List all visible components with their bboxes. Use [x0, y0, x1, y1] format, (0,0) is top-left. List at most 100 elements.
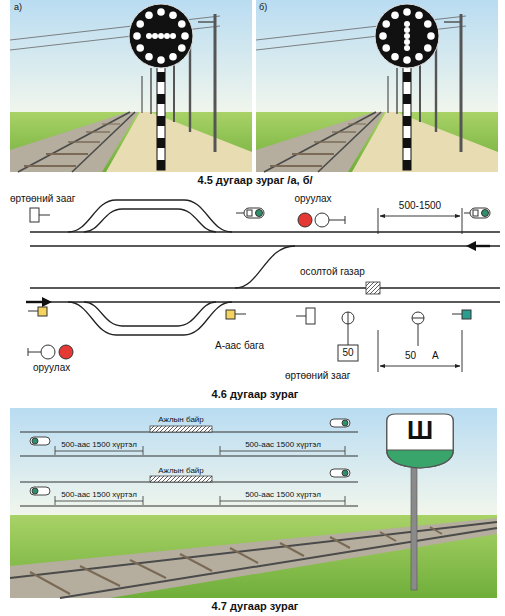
track: [30, 231, 500, 232]
figure-caption: 4.5 дугаар зураг /а, б/: [198, 174, 313, 187]
dimension-label: 500-аас 1500 хүртэл: [245, 440, 321, 450]
signal-label: оруулах: [294, 193, 331, 205]
signals: [28, 208, 490, 361]
speed-sign: [342, 312, 354, 324]
sign-board: Ш: [382, 412, 458, 470]
dimension-label: А: [432, 350, 439, 362]
lamp: [164, 33, 170, 39]
sign-post: [411, 468, 417, 590]
lamp: [170, 33, 176, 39]
lamp: [158, 33, 164, 39]
siding: [84, 209, 216, 232]
figure-caption: 4.6 дугаар зураг: [212, 388, 299, 401]
boundary-sign: [30, 208, 39, 222]
lamp-mark: [247, 210, 252, 216]
track: [30, 245, 500, 246]
post: [28, 352, 41, 353]
lamp: [152, 33, 158, 39]
lamp-mark: [473, 210, 478, 216]
work-site-label: Ажлын байр: [158, 466, 204, 476]
white-lamp: [41, 345, 55, 359]
siding: [84, 302, 216, 326]
post: [236, 213, 244, 214]
signal-scene: [256, 0, 498, 172]
post: [39, 215, 50, 216]
lamp: [404, 27, 410, 33]
ballast: [10, 518, 497, 598]
dimension-label: 500-аас 1500 хүртэл: [61, 440, 137, 450]
track: [30, 287, 500, 288]
sign-mark: [348, 312, 349, 324]
speed-sign: [412, 312, 424, 324]
lamp: [146, 33, 152, 39]
sign-mark: [412, 318, 424, 319]
lamp-signals: [30, 419, 350, 495]
figure-caption: 4.7 дугаар зураг: [212, 600, 299, 613]
green-lamp: [482, 210, 489, 217]
work-site: [150, 476, 212, 482]
dimension-label: 500-аас 1500 хүртэл: [245, 490, 321, 500]
post: [28, 348, 29, 356]
red-lamp: [59, 345, 73, 359]
crossover: [235, 246, 295, 288]
signal-scene: [10, 0, 252, 172]
sign-label: А-аас бага: [215, 340, 264, 352]
rail: [60, 528, 497, 598]
siding: [68, 200, 232, 232]
track: [20, 505, 358, 506]
green-lamp: [256, 210, 263, 217]
dimension-label: 50: [405, 350, 416, 362]
track: [30, 301, 500, 302]
lamp: [404, 39, 410, 45]
lamp-signal: [470, 208, 490, 218]
post: [296, 316, 306, 317]
lamp-signal: [244, 208, 264, 218]
grass: [10, 515, 497, 598]
red-lamp: [298, 213, 312, 227]
hazard-zone: [366, 282, 380, 294]
yellow-sign: [38, 307, 47, 316]
sky: [10, 408, 497, 518]
dimension: [55, 446, 345, 505]
boundary-sign: [306, 308, 315, 324]
dimension-label: 500-аас 1500 хүртэл: [61, 490, 137, 500]
post: [418, 324, 419, 346]
sign-plate-text: 50: [342, 347, 353, 359]
post: [452, 314, 462, 315]
sign-label: өртөөний зааг: [285, 370, 350, 382]
sign-label: өртөөний зааг: [10, 193, 75, 205]
teal-sign: [462, 310, 471, 319]
sign-letter: Ш: [382, 412, 458, 445]
dimension-label: 500-1500: [399, 200, 441, 212]
signal-photo-b: [256, 0, 498, 172]
siding: [68, 302, 232, 335]
post: [348, 324, 349, 345]
post: [345, 216, 346, 224]
sign-plate: [338, 345, 358, 361]
post: [28, 311, 38, 312]
lamp: [404, 45, 410, 51]
lamp: [404, 33, 410, 39]
white-lamp: [315, 213, 329, 227]
place-label: осолтой газар: [300, 266, 365, 278]
work-site-label: Ажлын байр: [158, 415, 204, 425]
post: [329, 220, 345, 221]
track-scene: [10, 408, 497, 598]
post: [464, 213, 470, 214]
post: [235, 314, 246, 315]
rail: [10, 522, 497, 578]
track-scheme: [30, 200, 500, 335]
signal-label: оруулах: [33, 362, 70, 374]
yellow-sign: [226, 310, 235, 319]
direction-arrow: [26, 241, 490, 307]
signal-photo-a: [10, 0, 252, 172]
dimension: [378, 208, 462, 372]
panel-letter: б): [259, 2, 267, 13]
sleepers: [30, 527, 442, 594]
lamp: [404, 21, 410, 27]
work-site: [150, 426, 212, 432]
sign-band: [387, 450, 454, 468]
